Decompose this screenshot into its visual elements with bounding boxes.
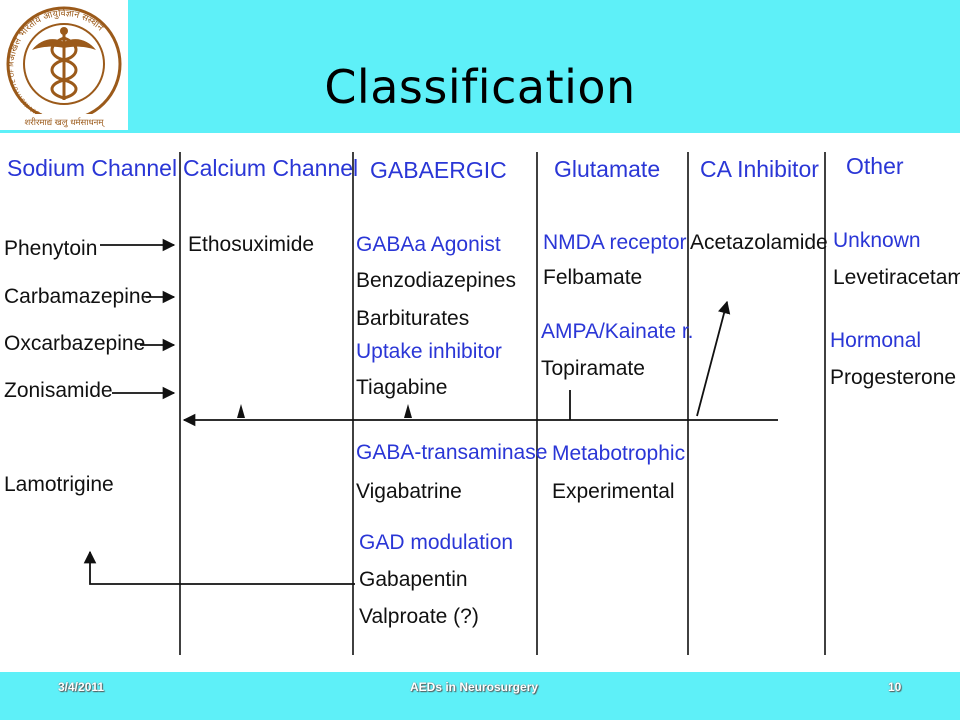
drug-lamotrigine: Lamotrigine bbox=[4, 473, 114, 496]
drug-experimental: Experimental bbox=[552, 480, 675, 503]
page-title: Classification bbox=[324, 60, 636, 114]
drug-topiramate: Topiramate bbox=[541, 357, 645, 380]
label-nmda-receptor: NMDA receptor bbox=[543, 231, 687, 254]
footer-page-number: 10 bbox=[888, 680, 902, 694]
tick-mark bbox=[237, 404, 245, 418]
drug-vigabatrine: Vigabatrine bbox=[356, 480, 462, 503]
footer-title: AEDs in Neurosurgery bbox=[410, 680, 539, 694]
label-unknown: Unknown bbox=[833, 229, 921, 252]
drug-oxcarbazepine: Oxcarbazepine bbox=[4, 332, 146, 355]
label-gabaa-agonist: GABAa Agonist bbox=[356, 233, 501, 256]
drug-levetiracetam: Levetiracetam bbox=[833, 266, 960, 289]
diagram-lines bbox=[83, 152, 826, 655]
label-uptake-inhibitor: Uptake inhibitor bbox=[356, 340, 502, 363]
label-metabotrophic: Metabotrophic bbox=[552, 442, 686, 465]
drug-carbamazepine: Carbamazepine bbox=[4, 285, 153, 308]
drug-ethosuximide: Ethosuximide bbox=[188, 233, 315, 256]
drug-barbiturates: Barbiturates bbox=[356, 307, 470, 330]
drug-gabapentin: Gabapentin bbox=[359, 568, 468, 591]
aiims-emblem-icon: अखिल भारतीय आयुर्विज्ञान संस्थान ALL IND… bbox=[0, 0, 122, 128]
label-gad-modulation: GAD modulation bbox=[359, 531, 514, 554]
drug-progesterone: Progesterone bbox=[830, 366, 957, 389]
aiims-logo: अखिल भारतीय आयुर्विज्ञान संस्थान ALL IND… bbox=[0, 0, 128, 130]
column-header-gaba: GABAERGIC bbox=[370, 157, 507, 183]
drug-felbamate: Felbamate bbox=[543, 266, 643, 289]
logo-motto: शरीरमाद्यं खलु धर्मसाधनम् bbox=[25, 117, 106, 128]
column-header-ca-inhibitor: CA Inhibitor bbox=[700, 156, 819, 182]
footer-date: 3/4/2011 bbox=[58, 680, 105, 694]
label-ampa-kainate: AMPA/Kainate r. bbox=[541, 320, 694, 343]
drug-phenytoin: Phenytoin bbox=[4, 237, 98, 260]
label-gaba-transaminase: GABA-transaminase bbox=[356, 441, 548, 464]
column-header-glutamate: Glutamate bbox=[554, 156, 661, 182]
arrow-acetazolamide bbox=[696, 300, 731, 417]
drug-valproate: Valproate (?) bbox=[359, 605, 479, 628]
tick-mark bbox=[404, 404, 412, 418]
column-header-other: Other bbox=[846, 153, 904, 179]
column-header-sodium: Sodium Channel bbox=[7, 155, 178, 181]
label-hormonal: Hormonal bbox=[830, 329, 922, 352]
column-header-calcium: Calcium Channel bbox=[183, 155, 359, 181]
footer-band bbox=[0, 672, 960, 720]
drug-zonisamide: Zonisamide bbox=[4, 379, 113, 402]
drug-benzodiazepines: Benzodiazepines bbox=[356, 269, 516, 292]
drug-tiagabine: Tiagabine bbox=[356, 376, 448, 399]
header-band bbox=[0, 0, 960, 133]
arrow-gad bbox=[83, 550, 355, 585]
drug-acetazolamide: Acetazolamide bbox=[690, 231, 828, 254]
